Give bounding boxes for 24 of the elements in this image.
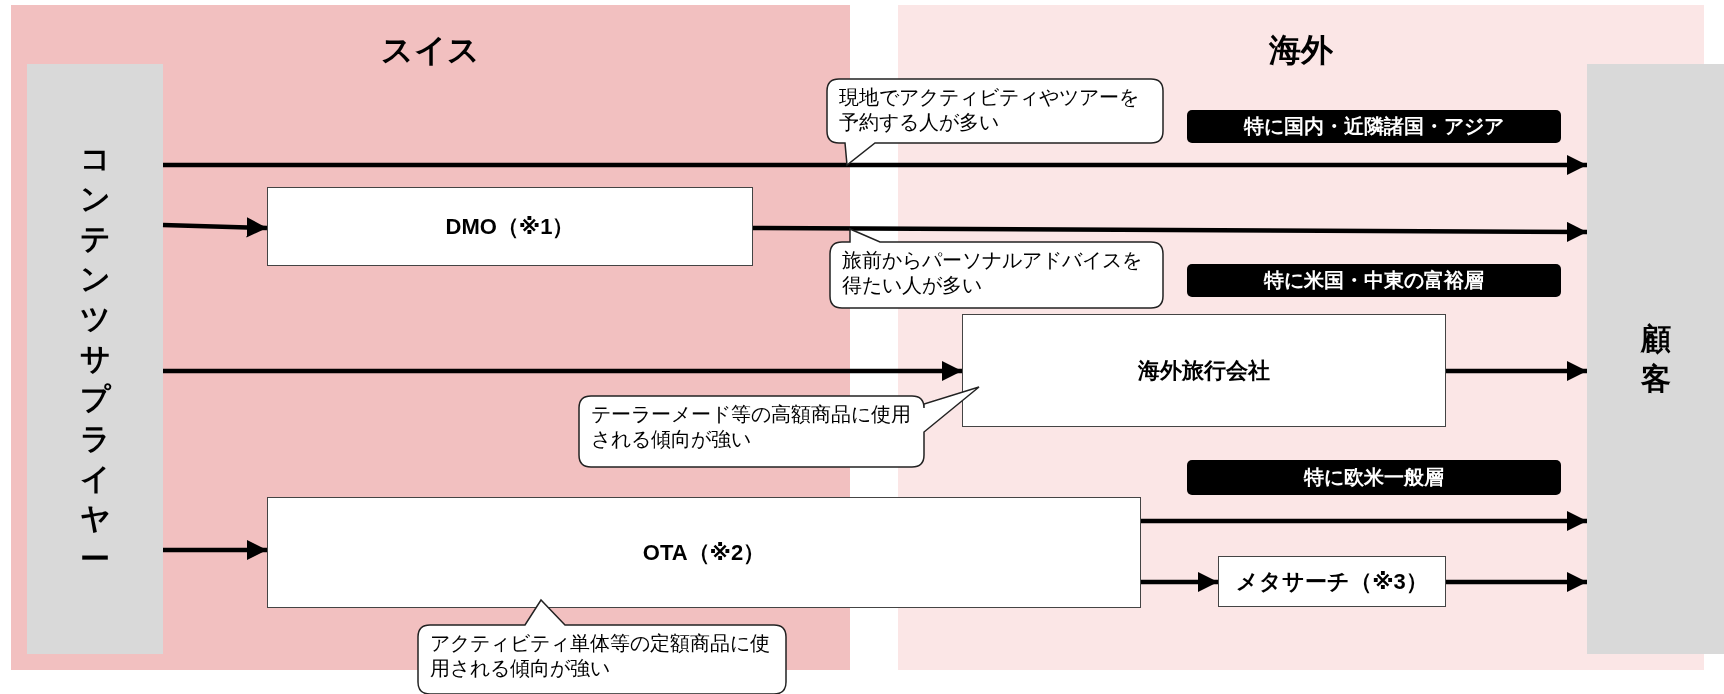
arrow [163,539,267,561]
arrow [162,217,268,238]
label-tag: 特に国内・近隣諸国・アジア [1187,110,1561,143]
actor-bar: コンテンツサプライヤー [27,64,163,654]
arrow [1446,360,1587,382]
speech-bubble: テーラーメード等の高額商品に使用される傾向が強い [579,387,979,467]
arrow [1141,510,1587,532]
process-box: メタサーチ（※3） [1218,556,1446,607]
label-tag: 特に欧米一般層 [1187,460,1561,495]
actor-bar: 顧客 [1587,64,1724,654]
label-tag: 特に米国・中東の富裕層 [1187,264,1561,297]
arrow [163,154,1587,176]
process-box: DMO（※1） [267,187,753,266]
process-box: 海外旅行会社 [962,314,1446,427]
speech-bubble: 現地でアクティビティやツアーを予約する人が多い [827,79,1163,165]
arrow [163,360,962,382]
band-title: スイス [380,31,481,70]
speech-bubble: 旅前からパーソナルアドバイスを得たい人が多い [830,229,1163,308]
arrow [753,221,1587,243]
arrow [1141,571,1218,593]
band-title: 海外 [1268,31,1334,70]
speech-bubble: アクティビティ単体等の定額商品に使用される傾向が強い [418,600,786,694]
arrow [1446,571,1587,593]
process-box: OTA（※2） [267,497,1141,608]
